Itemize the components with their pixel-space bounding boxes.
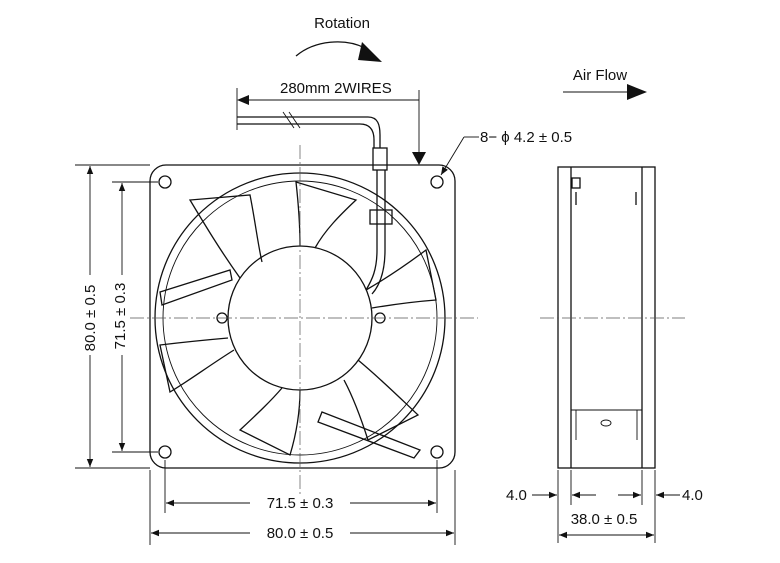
fan-blades xyxy=(159,181,437,459)
side-label-slot xyxy=(600,419,612,427)
wire-run xyxy=(237,123,375,148)
wire-break xyxy=(288,111,301,129)
height-outer-label: 80.0 ± 0.5 xyxy=(82,285,99,352)
wire-run xyxy=(237,116,381,148)
rotation-label: Rotation xyxy=(314,15,370,32)
right-arrow-icon xyxy=(627,84,647,100)
fan-blade xyxy=(188,194,263,279)
fan-blade xyxy=(159,337,235,394)
fan-blade xyxy=(343,359,420,441)
curved-arrow-icon xyxy=(295,41,366,57)
width-outer-label: 80.0 ± 0.5 xyxy=(267,525,334,542)
width-holes-label: 71.5 ± 0.3 xyxy=(267,495,334,512)
fan-blade xyxy=(295,181,358,249)
mounting-hole-top-right xyxy=(430,175,444,189)
flange-right-label: 4.0 xyxy=(682,487,703,504)
air-flow-label: Air Flow xyxy=(573,67,627,84)
height-holes-label: 71.5 ± 0.3 xyxy=(112,283,129,350)
mounting-hole-top-left xyxy=(158,175,172,189)
wire-break xyxy=(282,111,295,129)
wires-label: 280mm 2WIRES xyxy=(280,80,392,97)
fan-blade xyxy=(238,387,301,456)
mounting-hole-bottom-left xyxy=(158,445,172,459)
wire-strand xyxy=(371,170,386,295)
wire-clip xyxy=(369,209,393,225)
fan-strut xyxy=(159,269,233,306)
wire-lead xyxy=(237,111,393,295)
side-view xyxy=(540,166,685,469)
side-wire-exit xyxy=(571,177,581,189)
fan-blade xyxy=(365,248,437,309)
flange-left-label: 4.0 xyxy=(506,487,527,504)
mounting-hole-bottom-right xyxy=(430,445,444,459)
front-view xyxy=(130,111,478,495)
holes-label: 8− ϕ 4.2 ± 0.5 xyxy=(480,129,572,146)
fan-strut xyxy=(317,411,422,459)
wire-strand xyxy=(365,170,378,291)
fan-frame-outline xyxy=(149,164,456,469)
side-view-outline xyxy=(557,166,656,469)
wire-grommet xyxy=(372,147,388,171)
depth-label: 38.0 ± 0.5 xyxy=(571,511,638,528)
